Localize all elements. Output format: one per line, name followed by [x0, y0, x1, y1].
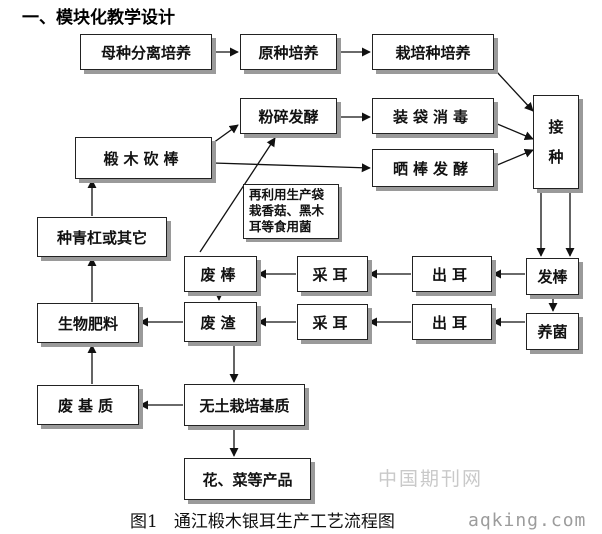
- figure-title: 通江椴木银耳生产工艺流程图: [173, 512, 395, 532]
- node-waste-logs: 废棒: [184, 256, 257, 292]
- node-soilless-substrate: 无土栽培基质: [184, 384, 305, 426]
- section-heading: 一、模块化教学设计: [22, 8, 175, 28]
- node-harvest-2: 采耳: [297, 304, 368, 340]
- reuse-note-line-1: 再利用生产袋: [249, 187, 325, 202]
- node-original-culture: 原种培养: [240, 34, 337, 70]
- node-felling: 椴木砍棒: [75, 137, 212, 179]
- arrow-felling-to-sun: [212, 162, 371, 173]
- watermark-text: 中国期刊网: [378, 468, 484, 490]
- node-sun-drying: 晒棒发酵: [372, 149, 494, 187]
- node-fruiting-1: 出耳: [412, 256, 492, 292]
- node-waste-residue: 废渣: [184, 302, 257, 342]
- reuse-note-line-2: 栽香菇、黑木: [249, 203, 325, 218]
- figure-number: 图1: [130, 512, 158, 532]
- node-inoculation: 接 种: [533, 95, 579, 189]
- reuse-note: 再利用生产袋 栽香菇、黑木 耳等食用菌: [243, 184, 339, 239]
- url-watermark: aqking.com: [468, 510, 587, 531]
- node-cultivation-culture: 栽培种培养: [372, 34, 494, 70]
- node-products: 花、菜等产品: [184, 458, 311, 500]
- node-waste-substrate: 废基质: [37, 385, 139, 425]
- figure-caption: 图1 通江椴木银耳生产工艺流程图: [130, 507, 395, 532]
- node-inoculation-line-1: 接: [548, 118, 564, 136]
- arrow-bagging-to-inoculation: [494, 122, 534, 141]
- arrow-sun-to-inoculation: [494, 148, 534, 167]
- node-log-activation: 发棒: [526, 258, 579, 295]
- node-fertilizer: 生物肥料: [37, 303, 139, 343]
- node-bagging: 装袋消毒: [372, 98, 494, 134]
- node-planting: 种青杠或其它: [37, 217, 167, 257]
- arrow-waste-logs-to-crushing: [199, 137, 276, 253]
- node-inoculation-line-2: 种: [548, 148, 564, 166]
- node-mother-culture: 母种分离培养: [80, 34, 212, 70]
- reuse-note-line-3: 耳等食用菌: [249, 219, 312, 234]
- node-crushing: 粉碎发酵: [240, 98, 337, 134]
- arrow-cultivation-to-inoculation: [494, 69, 534, 112]
- node-harvest-1: 采耳: [297, 256, 368, 292]
- arrow-felling-to-crushing: [212, 124, 239, 144]
- node-fruiting-2: 出耳: [412, 304, 492, 340]
- node-mycelium: 养菌: [526, 313, 579, 350]
